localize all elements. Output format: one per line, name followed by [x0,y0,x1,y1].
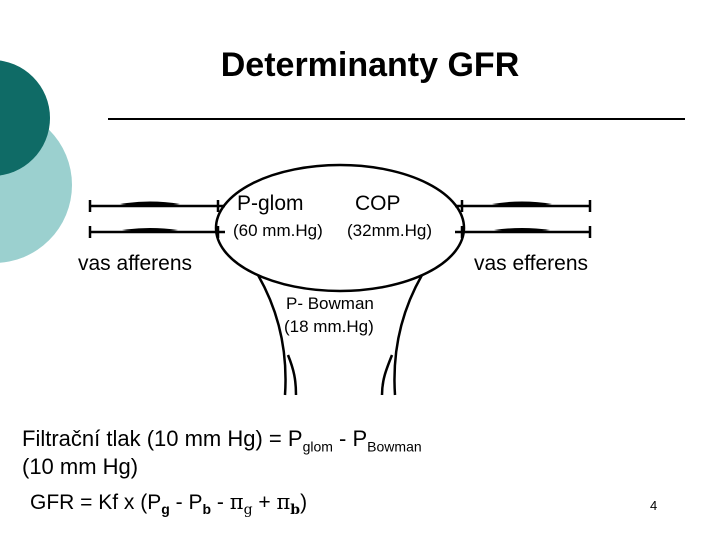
cop-value: (32mm.Hg) [347,221,432,241]
bowman-wall-right [394,275,422,395]
page-number: 4 [650,498,657,513]
filtration-pressure-value: (10 mm Hg) [22,454,138,480]
p-bowman-label: P- Bowman [286,294,374,314]
vas-afferens-label: vas afferens [78,252,192,276]
bowman-inner-left [288,355,296,395]
vas-efferens-label: vas efferens [474,252,588,276]
cop-label: COP [355,192,401,216]
p-bowman-value: (18 mm.Hg) [284,317,374,337]
p-glom-label: P-glom [237,192,304,216]
bowman-wall-left [258,275,286,395]
gfr-formula: GFR = Kf x (Pg - Pb - πg + πb) [30,490,307,518]
bowman-inner-right [382,355,392,395]
p-glom-value: (60 mm.Hg) [233,221,323,241]
filtration-pressure-formula: Filtrační tlak (10 mm Hg) = Pglom - PBow… [22,426,422,454]
